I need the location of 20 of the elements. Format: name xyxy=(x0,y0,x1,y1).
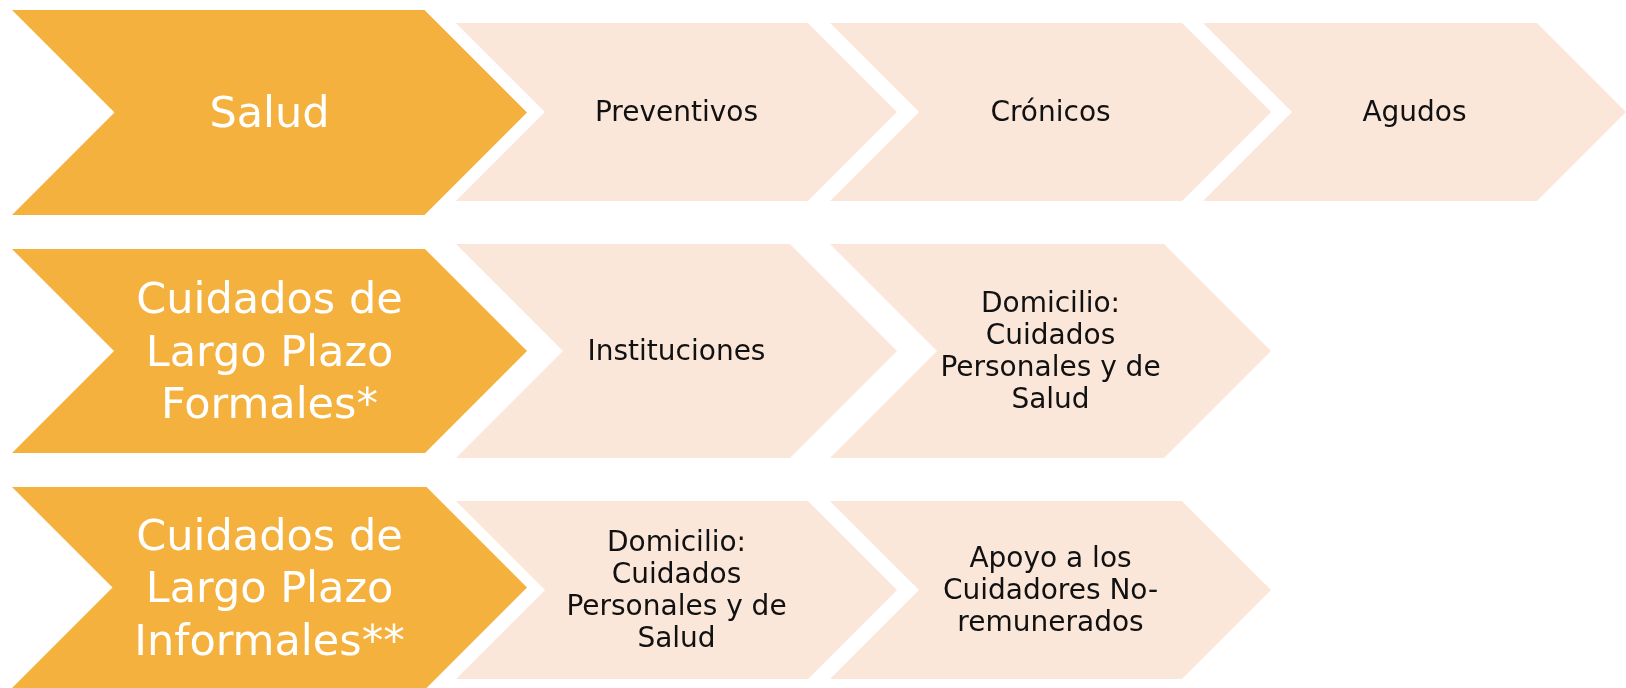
chevron-banner xyxy=(456,23,897,201)
chevron-banner xyxy=(12,249,527,453)
chevron-label: Cuidados de Largo Plazo Informales** xyxy=(133,508,406,667)
chevron-label: Domicilio: Cuidados Personales y de Salud xyxy=(939,286,1162,416)
chevron-banner xyxy=(830,23,1271,201)
chevron-label: Crónicos xyxy=(990,95,1111,129)
chevron-banner xyxy=(12,10,527,215)
chevron-label: Salud xyxy=(209,86,330,139)
chevron-label: Domicilio: Cuidados Personales y de Salud xyxy=(565,525,788,655)
chevron-banner xyxy=(456,244,897,458)
chevron-banner xyxy=(1203,23,1626,201)
chevron-banner xyxy=(12,487,527,688)
chevron-label: Apoyo a los Cuidadores No-remunerados xyxy=(941,541,1160,639)
chevron-label: Agudos xyxy=(1362,95,1467,129)
chevron-label: Cuidados de Largo Plazo Formales* xyxy=(135,272,404,430)
chevron-banner xyxy=(456,501,897,679)
chevron-banner xyxy=(830,244,1271,458)
chevron-label: Preventivos xyxy=(594,95,759,129)
chevron-label: Instituciones xyxy=(587,334,766,368)
chevron-banner xyxy=(830,501,1271,679)
